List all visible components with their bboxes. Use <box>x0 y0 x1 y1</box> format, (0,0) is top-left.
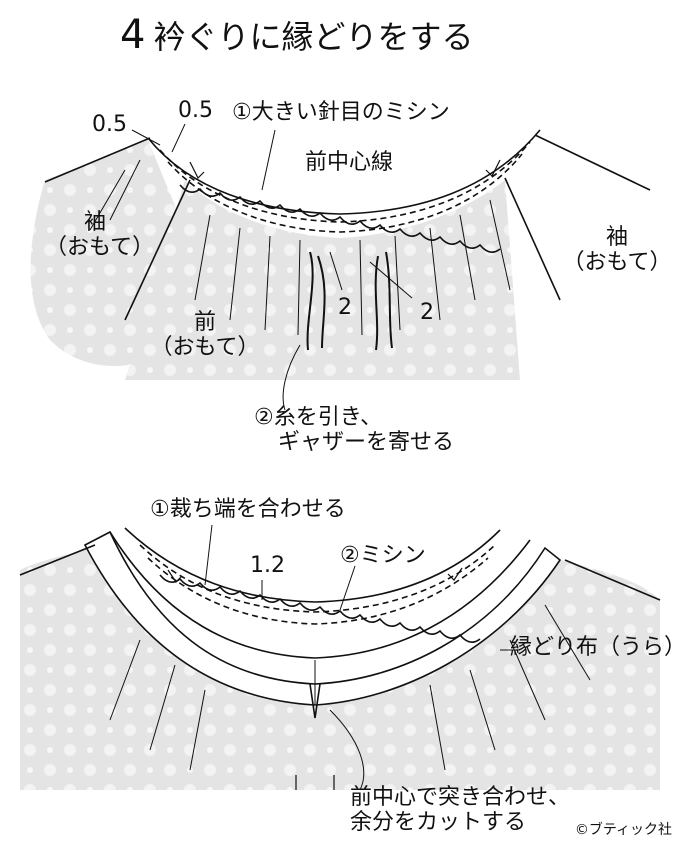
label-align-edges: ①裁ち端を合わせる <box>150 497 346 522</box>
label-big-stitch: ①大きい針目のミシン <box>232 100 450 125</box>
stitch-line-inner <box>167 153 523 233</box>
front-bodice-shape <box>125 180 520 380</box>
bottom-ruffle <box>159 574 481 643</box>
left-armhole-line <box>124 179 191 321</box>
bottom-gather-folds <box>109 604 591 771</box>
label-2-left: 2 <box>338 295 352 320</box>
sleeve-left-line2: （おもて） <box>45 235 155 261</box>
thread-right <box>374 255 379 351</box>
bottom-tick-left <box>167 569 183 583</box>
neckline-edge <box>147 129 541 215</box>
bottom-left-outline <box>19 544 96 576</box>
thread-left <box>306 251 314 351</box>
bottom-tick-right <box>447 567 463 581</box>
thread-left-b <box>317 255 326 349</box>
label-05-right: 0.5 <box>178 98 213 123</box>
left-sleeve-outline <box>44 137 151 183</box>
label-seam-12: 1.2 <box>250 553 285 578</box>
shoulder-tick-left <box>189 161 205 180</box>
bottom-neckline <box>124 527 501 603</box>
leader-sew <box>339 565 356 611</box>
sleeve-left-line1: 袖 <box>83 210 106 235</box>
label-sleeve-left: 袖 （おもて） <box>45 210 155 261</box>
binding-band <box>83 530 562 706</box>
right-armhole-line <box>504 177 561 301</box>
copyright: ©ブティック社 <box>574 821 672 838</box>
leader-05-right <box>171 123 186 153</box>
cut-line1: 前中心で突き合わせ、 <box>350 785 571 810</box>
bottom-fabric-shape <box>20 545 660 790</box>
shoulder-tick-right <box>485 159 501 178</box>
label-gather: ②糸を引き、 ギャザーを寄せる <box>254 405 454 456</box>
gather-line1: ②糸を引き、 <box>254 405 383 430</box>
leader-big-stitch <box>261 129 276 191</box>
sleeve-right-line1: 袖 <box>605 225 628 250</box>
step-number: 4 <box>120 12 146 58</box>
cut-line2: 余分をカットする <box>350 810 527 836</box>
label-binding-cloth: 縁どり布（うら） <box>510 635 680 660</box>
label-cut: 前中心で突き合わせ、 余分をカットする <box>350 785 570 836</box>
front-line2: （おもて） <box>150 335 260 361</box>
bottom-right-outline <box>564 559 661 601</box>
bottom-stitch-inner <box>147 557 489 625</box>
label-sew: ②ミシン <box>340 543 426 568</box>
gather-folds <box>89 159 511 336</box>
leader-2-right <box>369 261 413 299</box>
sleeve-right-line2: （おもて） <box>562 250 672 276</box>
binding-inner-edge <box>109 531 531 659</box>
thread-right-b <box>385 251 393 349</box>
front-line1: 前 <box>193 310 216 335</box>
gather-ruffle <box>179 184 501 253</box>
bottom-figure <box>19 524 661 791</box>
top-figure <box>30 123 651 411</box>
leader-05-left <box>131 129 161 146</box>
leader-align <box>204 524 213 586</box>
right-sleeve-outline <box>534 134 651 191</box>
leader-cut <box>329 709 365 791</box>
bottom-stitch-outer <box>139 544 496 613</box>
leader-2-left <box>329 251 343 291</box>
label-front-center-line: 前中心線 <box>305 150 394 175</box>
step-title: 衿ぐりに縁どりをする <box>153 18 474 56</box>
leader-gather <box>282 344 301 411</box>
front-center-joint <box>309 683 321 719</box>
label-05-left: 0.5 <box>92 112 127 137</box>
gather-line2: ギャザーを寄せる <box>278 430 455 456</box>
label-2-right: 2 <box>420 300 434 325</box>
label-sleeve-right: 袖 （おもて） <box>562 225 672 276</box>
label-front: 前 （おもて） <box>150 310 260 361</box>
